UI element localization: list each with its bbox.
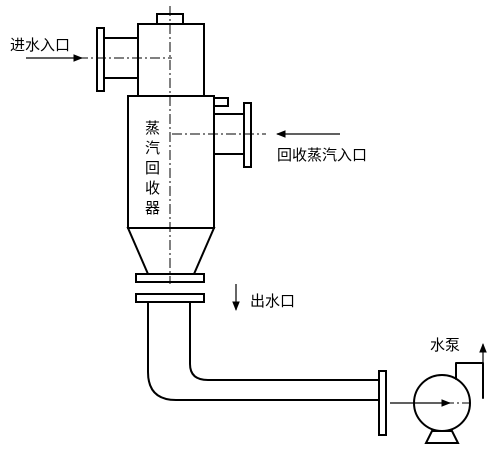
vessel-cone [126, 227, 216, 275]
vessel-label-char-3: 回 [145, 159, 160, 177]
vessel-label-char-1: 蒸 [145, 119, 160, 137]
outlet-flange-lower [135, 293, 205, 303]
outlet-elbow-pipe-inner [189, 301, 380, 381]
pump-label: 水泵 [430, 336, 460, 354]
pump-discharge-pipe [455, 362, 484, 399]
outlet-elbow-pipe [147, 301, 380, 401]
pump-base [424, 430, 460, 444]
pump-flange [378, 370, 387, 436]
water-inlet-label: 进水入口 [10, 36, 70, 54]
water-inlet-flange [96, 27, 105, 92]
vessel-label-char-5: 器 [145, 199, 160, 217]
vessel-side-tab [213, 97, 229, 107]
vessel-label-char-4: 收 [145, 179, 160, 197]
steam-inlet-label: 回收蒸汽入口 [277, 146, 367, 164]
water-outlet-label: 出水口 [250, 292, 295, 310]
steam-inlet-flange [243, 102, 252, 168]
upper-chamber [137, 23, 205, 97]
vessel-body [127, 95, 215, 229]
vessel-label-char-2: 汽 [145, 139, 160, 157]
